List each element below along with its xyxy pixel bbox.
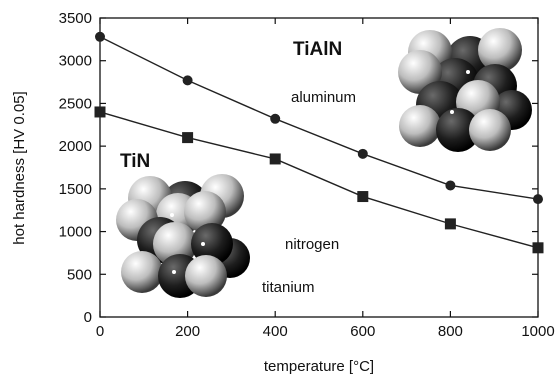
- y-tick-label: 1000: [59, 224, 92, 241]
- data-point-tialn: [95, 31, 105, 42]
- series-line-tin: [99, 111, 539, 249]
- data-point-tin: [94, 106, 106, 118]
- annotation-nitrogen: nitrogen: [285, 236, 339, 253]
- y-axis-ticks: 0 500 1000 1500 2000 2500 3000 3500: [59, 10, 538, 326]
- annotation-tin: TiN: [120, 151, 150, 172]
- data-point-tin: [532, 242, 544, 254]
- annotation-titanium: titanium: [262, 279, 315, 296]
- y-tick-label: 3000: [59, 53, 92, 70]
- y-tick-label: 2000: [59, 138, 92, 155]
- x-tick-label: 1000: [521, 323, 554, 340]
- y-tick-label: 0: [84, 309, 92, 326]
- x-tick-label: 600: [350, 323, 375, 340]
- data-point-tialn: [182, 75, 193, 86]
- x-axis-ticks: 0 200 400 600 800 1000: [96, 18, 555, 340]
- data-point-tin: [269, 153, 281, 165]
- y-tick-label: 1500: [59, 181, 92, 198]
- data-point-tin: [357, 191, 369, 203]
- y-tick-label: 2500: [59, 95, 92, 112]
- series-line-tialn: [99, 36, 539, 200]
- x-tick-label: 800: [438, 323, 463, 340]
- data-point-tialn: [270, 113, 281, 124]
- data-point-tin: [182, 132, 194, 144]
- x-tick-label: 400: [263, 323, 288, 340]
- y-axis-label: hot hardness [HV 0.05]: [11, 91, 28, 244]
- y-tick-label: 3500: [59, 10, 92, 27]
- annotation-aluminum: aluminum: [291, 89, 356, 106]
- data-point-tialn: [445, 180, 456, 191]
- y-tick-label: 500: [67, 266, 92, 283]
- series-layer: [94, 31, 544, 254]
- data-point-tialn: [357, 148, 368, 159]
- data-point-tin: [444, 218, 456, 230]
- tialn-crystal-illustration: [398, 28, 532, 152]
- tin-crystal-illustration: [116, 174, 250, 298]
- x-tick-label: 0: [96, 323, 104, 340]
- x-tick-label: 200: [175, 323, 200, 340]
- data-point-tialn: [533, 194, 543, 205]
- annotation-tialn: TiAlN: [293, 39, 342, 60]
- plot-area-frame: [99, 17, 539, 318]
- x-axis-label: temperature [°C]: [264, 358, 374, 375]
